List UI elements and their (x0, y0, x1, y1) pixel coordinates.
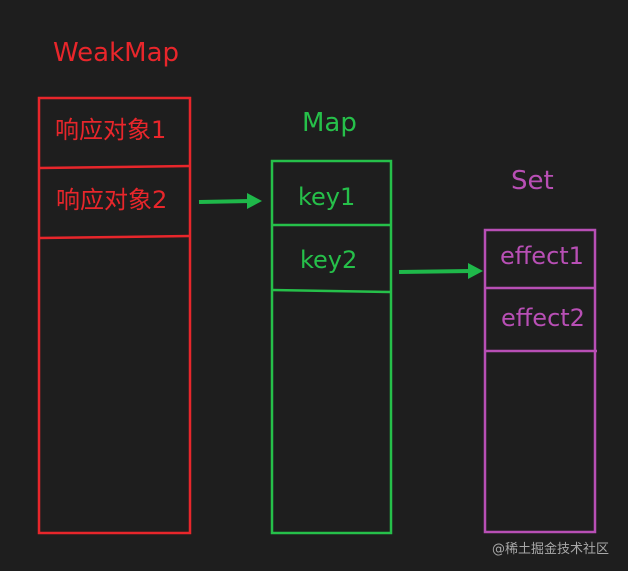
set-item-effect1: effect1 (500, 242, 584, 270)
arrow-map-to-set (398, 263, 483, 279)
set-title: Set (511, 166, 554, 196)
weakmap-box (37, 96, 192, 535)
set-item-effect2: effect2 (501, 304, 585, 332)
watermark: @稀土掘金技术社区 (492, 542, 610, 557)
set-box (483, 228, 597, 534)
map-item-key1: key1 (298, 183, 356, 211)
weakmap-row-divider-2 (38, 234, 191, 240)
map-row-divider-2 (271, 288, 392, 294)
map-item-key2: key2 (300, 246, 358, 274)
map-title: Map (302, 108, 357, 138)
weakmap-item-1: 响应对象1 (55, 116, 167, 144)
map-box (270, 159, 393, 535)
weakmap-title: WeakMap (53, 38, 180, 68)
arrow-weakmap-to-map (198, 193, 262, 209)
weakmap-item-2: 响应对象2 (56, 186, 168, 214)
weakmap-row-divider-1 (38, 164, 191, 170)
